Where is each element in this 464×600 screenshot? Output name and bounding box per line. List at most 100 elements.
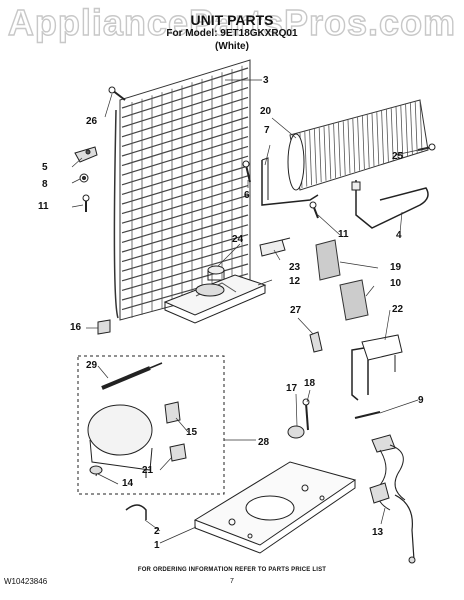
drain-tube-part-23: [259, 237, 291, 257]
coil-tube: [121, 204, 249, 243]
tube-assembly-part-22: [351, 334, 403, 401]
exchanger-fin: [405, 104, 408, 157]
screw-part-11-left: [82, 194, 90, 212]
callout-12: 12: [289, 276, 301, 287]
page-header: UNIT PARTS For Model: 9ET18GKXRQ01 (Whit…: [0, 12, 464, 53]
callout-23: 23: [289, 262, 301, 273]
exchanger-fin: [352, 118, 356, 173]
screw-part-18: [302, 398, 310, 431]
coil-tube: [121, 224, 249, 263]
screw-part-26: [108, 86, 126, 101]
tube-part-4: [351, 180, 429, 229]
compressor-group-part-28: [77, 355, 225, 495]
page-title: UNIT PARTS: [190, 12, 274, 28]
callout-18: 18: [304, 378, 316, 389]
coil-tube: [121, 87, 249, 128]
grommet-part-14: [89, 465, 103, 475]
callout-3: 3: [263, 75, 269, 86]
coil-tube: [121, 194, 249, 234]
exchanger-fin: [400, 105, 404, 158]
coil-tube: [121, 234, 249, 272]
compressor: [87, 404, 153, 478]
callout-25: 25: [392, 151, 404, 162]
exchanger-fin: [323, 126, 327, 181]
exchanger-fin: [381, 110, 384, 164]
coil-tube: [121, 106, 249, 147]
clip-part-16: [97, 319, 111, 335]
callout-21: 21: [142, 465, 154, 476]
leader-lines: [71, 79, 429, 544]
exchanger-fin: [342, 121, 346, 175]
coil-tube: [121, 126, 249, 167]
callout-15: 15: [186, 427, 198, 438]
callout-17: 17: [286, 383, 298, 394]
connector-part-27: [309, 331, 323, 353]
callout-11-left: 11: [38, 201, 49, 212]
exchanger-fin: [357, 117, 360, 171]
color-line: (White): [215, 41, 249, 52]
callout-26: 26: [86, 116, 98, 127]
coil-tube: [121, 116, 249, 157]
callout-10: 10: [390, 278, 402, 289]
callout-28: 28: [258, 437, 270, 448]
callout-14: 14: [122, 478, 134, 489]
pad-part-19: [315, 239, 341, 281]
exchanger-fin: [386, 109, 389, 162]
coil-tube: [121, 165, 249, 205]
coil-tube: [121, 175, 249, 215]
model-line: For Model: 9ET18GKXRQ01: [166, 28, 298, 39]
callout-24: 24: [232, 234, 244, 245]
coil-tube: [121, 67, 249, 109]
bracket-part-7: [261, 157, 319, 206]
callout-20: 20: [260, 106, 272, 117]
watermark-text: AppliancePartsPros.com: [8, 2, 456, 43]
coil-tube: [121, 243, 249, 282]
pad-part-10: [339, 279, 369, 321]
coil-tube: [121, 263, 249, 301]
exchanger-fin: [362, 116, 365, 170]
ordering-note: FOR ORDERING INFORMATION REFER TO PARTS …: [137, 567, 327, 573]
callout-2: 2: [154, 526, 160, 537]
callout-19: 19: [390, 262, 402, 273]
callout-1: 1: [154, 540, 160, 551]
callout-16: 16: [70, 322, 82, 333]
cap-part-24: [207, 265, 225, 281]
washer-part-8: [79, 173, 89, 183]
callout-27: 27: [290, 305, 302, 316]
exchanger-fin: [347, 119, 351, 174]
coil-tube: [121, 77, 249, 119]
exchanger-fin: [366, 114, 370, 168]
filter-drier-part-29: [101, 362, 163, 390]
coil-tube: [121, 96, 249, 138]
exchanger-fin: [333, 123, 336, 178]
coil-tube: [121, 214, 249, 253]
coil-tube: [121, 185, 249, 224]
exchanger-fin: [414, 101, 418, 154]
callout-4: 4: [396, 230, 402, 241]
screw-part-6: [242, 160, 251, 183]
exchanger-fin: [318, 127, 322, 183]
wire-harness-part-13: [369, 434, 416, 564]
overload-part-21: [169, 443, 187, 462]
condenser-coil: [113, 59, 251, 321]
coil-tube: [121, 136, 249, 176]
coil-tube: [121, 145, 249, 186]
heat-exchanger-part-20: [287, 99, 429, 191]
callout-29: 29: [86, 360, 98, 371]
callout-7: 7: [264, 125, 270, 136]
fan-hub-part-17: [287, 425, 305, 439]
exchanger-fin: [304, 131, 308, 187]
tie-part-2: [125, 504, 147, 520]
exchanger-fin: [371, 113, 375, 167]
callout-13: 13: [372, 527, 384, 538]
exchanger-fin: [390, 108, 394, 161]
capillary-part-9: [354, 411, 381, 419]
clip-part-5: [74, 146, 98, 163]
screw-part-11-right: [309, 201, 319, 219]
callout-5: 5: [42, 162, 48, 173]
exchanger-fin: [338, 122, 341, 177]
callout-22: 22: [392, 304, 404, 315]
exchanger-fin: [328, 125, 332, 180]
relay-part-15: [164, 401, 181, 424]
